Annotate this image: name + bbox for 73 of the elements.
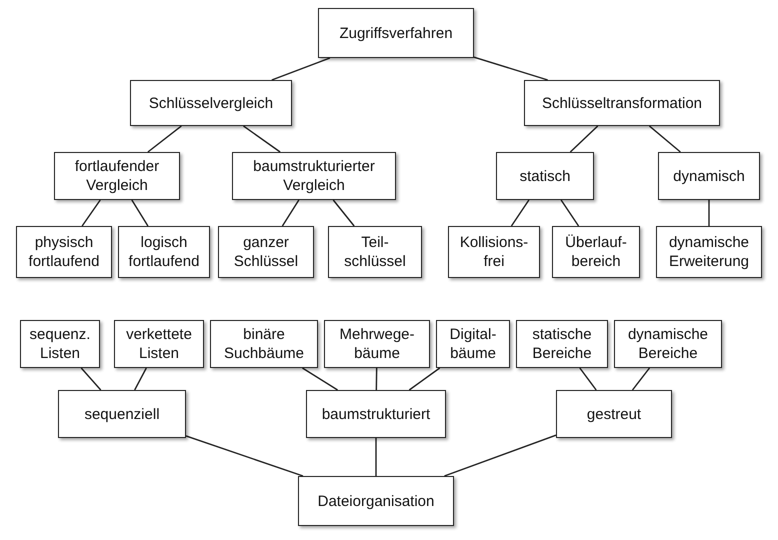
- box-label: Überlauf- bereich: [564, 233, 628, 271]
- tree-box: [54, 152, 180, 200]
- tree-box: [232, 152, 396, 200]
- connector-line: [82, 200, 101, 226]
- connector-line: [272, 57, 330, 81]
- tree-box: [306, 390, 446, 438]
- connector-line: [131, 200, 149, 226]
- tree-box: [130, 80, 292, 126]
- box-label: gestreut: [586, 404, 642, 424]
- tree-box: [58, 390, 186, 438]
- connector-line: [134, 368, 147, 390]
- tree-box: [328, 226, 422, 278]
- box-label: Digital- bäume: [448, 325, 498, 363]
- tree-box: [16, 226, 112, 278]
- box-label: Dateiorganisation: [318, 492, 434, 510]
- connector-line: [648, 125, 681, 153]
- box-label: baumstrukturiert: [322, 404, 430, 424]
- connector-line: [632, 368, 650, 390]
- tree-box: [324, 320, 430, 368]
- box-label: binäre Suchbäume: [222, 325, 306, 363]
- tree-box: [118, 226, 210, 278]
- box-label: statisch: [520, 166, 570, 186]
- connector-line: [570, 126, 598, 152]
- box-label: Kollisions- frei: [458, 233, 530, 271]
- tree-box: [656, 226, 762, 278]
- tree-box: [496, 152, 594, 200]
- box-label: Teil- schlüssel: [343, 233, 407, 271]
- box-label: verkettete Listen: [125, 325, 193, 363]
- box-label: dynamisch: [673, 166, 745, 186]
- connector-line: [408, 367, 440, 391]
- box-label: physisch fortlaufend: [28, 233, 100, 271]
- connector-line: [147, 125, 182, 153]
- box-label: sequenz. Listen: [28, 325, 92, 363]
- tree-box: [318, 8, 474, 58]
- box-label: dynamische Erweiterung: [668, 233, 750, 271]
- connector-line: [474, 56, 548, 81]
- tree-box: [114, 320, 204, 368]
- box-label: Schlüsselvergleich: [148, 94, 274, 112]
- tree-box: [556, 390, 672, 438]
- connector-line: [376, 368, 378, 390]
- connector-line: [186, 435, 304, 477]
- tree-box: [448, 226, 540, 278]
- box-label: logisch fortlaufend: [128, 233, 200, 271]
- box-label: fortlaufender Vergleich: [74, 157, 160, 195]
- connector-line: [243, 125, 281, 153]
- tree-box: [436, 320, 510, 368]
- tree-box: [20, 320, 100, 368]
- tree-box: [552, 226, 640, 278]
- tree-box: [218, 226, 314, 278]
- box-label: baumstrukturierter Vergleich: [252, 157, 376, 195]
- box-label: Zugriffsverfahren: [339, 24, 453, 42]
- tree-box: [524, 80, 720, 126]
- box-label: Schlüsseltransformation: [542, 94, 702, 112]
- box-label: ganzer Schlüssel: [232, 233, 300, 271]
- box-label: dynamische Bereiche: [626, 325, 710, 363]
- connector-line: [579, 368, 597, 390]
- connector-line: [332, 200, 355, 226]
- connector-line: [375, 438, 377, 476]
- box-label: sequenziell: [84, 404, 160, 424]
- connector-line: [444, 434, 556, 477]
- box-label: statische Bereiche: [531, 325, 593, 363]
- tree-box: [658, 152, 760, 200]
- connector-line: [510, 200, 530, 226]
- box-label: Mehrwege- bäume: [338, 325, 416, 363]
- tree-box: [210, 320, 318, 368]
- connector-line: [282, 200, 300, 226]
- connector-line: [302, 367, 338, 391]
- tree-box: [298, 476, 454, 526]
- connector-line: [708, 200, 710, 226]
- connector-line: [560, 200, 580, 226]
- tree-box: [614, 320, 722, 368]
- connector-line: [80, 368, 102, 390]
- tree-box: [516, 320, 608, 368]
